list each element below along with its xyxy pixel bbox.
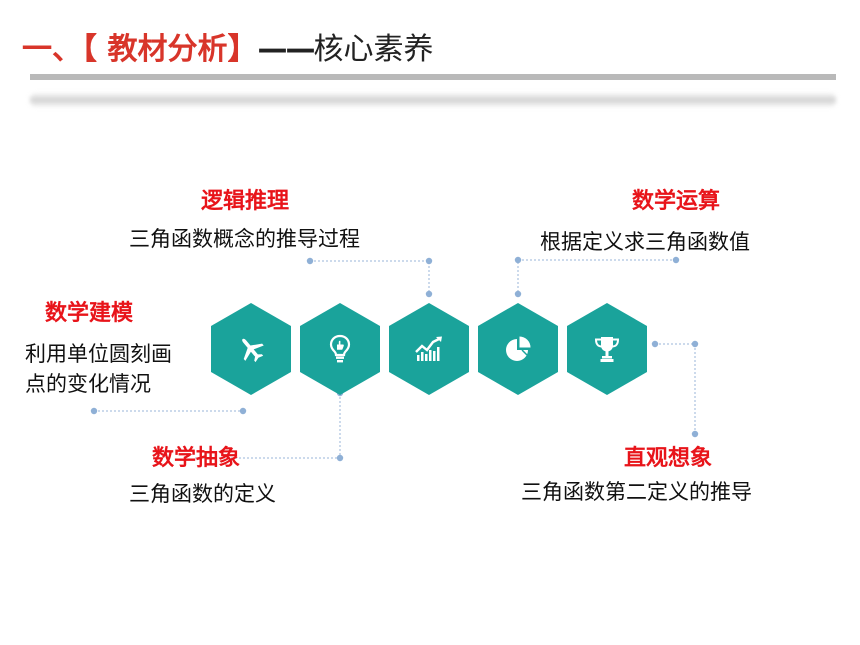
label-math-operation: 数学运算	[632, 189, 721, 214]
desc-math-operation: 根据定义求三角函数值	[540, 230, 750, 254]
desc-math-abstraction: 三角函数的定义	[129, 482, 276, 506]
hexagon-lightbulb	[300, 303, 380, 395]
label-intuitive-imagination: 直观想象	[624, 446, 713, 471]
slide-title: 一、【 教材分析】——核心素养	[22, 28, 433, 72]
growth-chart-icon	[415, 336, 442, 361]
title-dash: ——	[257, 32, 315, 67]
desc-logical-reasoning: 三角函数概念的推导过程	[129, 227, 360, 251]
desc-intuitive-imagination: 三角函数第二定义的推导	[521, 480, 752, 504]
desc-math-modeling-line2: 点的变化情况	[25, 372, 151, 396]
title-suffix: 核心素养	[313, 32, 434, 67]
label-math-abstraction: 数学抽象	[152, 446, 241, 471]
hexagon-airplane	[211, 303, 291, 395]
hexagon-growth-chart	[389, 303, 469, 395]
pie-chart-icon	[506, 336, 531, 361]
trophy-icon	[594, 337, 620, 362]
label-math-modeling: 数学建模	[45, 301, 134, 326]
airplane-icon	[242, 338, 264, 363]
title-rule	[30, 74, 836, 80]
hexagon-trophy	[567, 303, 647, 395]
title-shadow-bar	[30, 92, 836, 108]
title-prefix: 一、【 教材分析】	[22, 32, 258, 67]
desc-math-modeling-line1: 利用单位圆刻画	[25, 342, 172, 366]
label-logical-reasoning: 逻辑推理	[201, 189, 290, 214]
lightbulb-icon	[329, 334, 351, 363]
hexagon-pie-chart	[478, 303, 558, 395]
